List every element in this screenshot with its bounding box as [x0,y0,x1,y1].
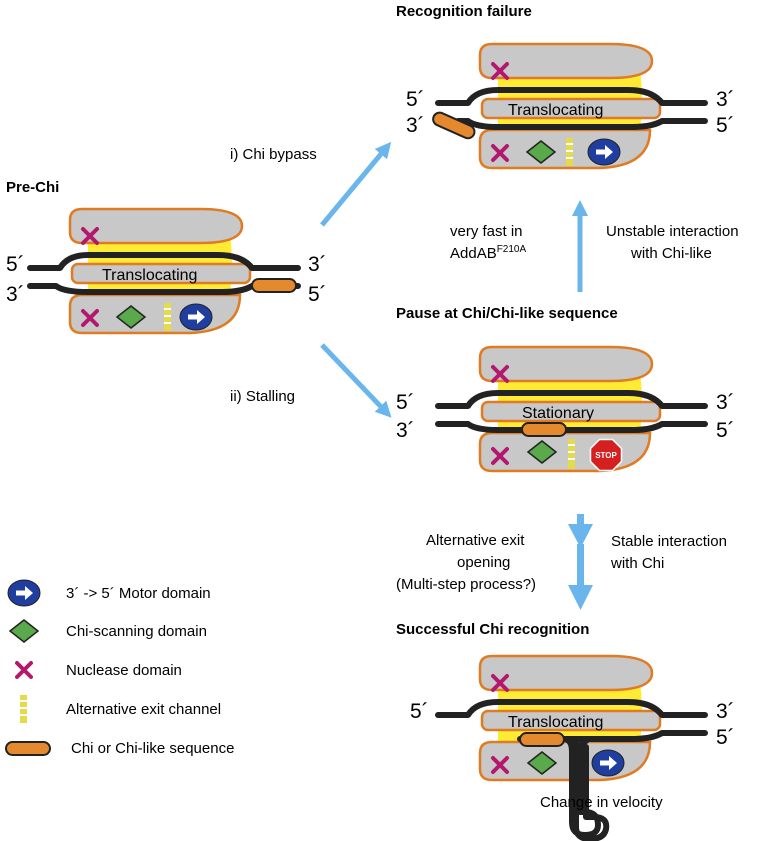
three-prime-label: 3´ [396,419,415,442]
five-prime-label: 5´ [410,700,429,723]
stalling-label: ii) Stalling [230,388,295,405]
five-prime-label: 5´ [6,253,25,276]
diamond-icon [8,619,40,643]
alt-exit-label: opening [457,554,510,571]
cross-icon [491,144,509,162]
cross-icon [491,365,509,383]
cross-icon [81,227,99,245]
cross-icon [491,447,509,465]
top-strand [435,87,708,106]
three-prime-label: 3´ [716,391,735,414]
chi-sequence-icon [519,732,565,747]
middle-bar [480,709,662,732]
complex-label: Stationary [522,405,594,422]
top-strand [27,252,301,271]
alt-exit-label: Alternative exit [426,532,525,549]
five-prime-label: 5´ [396,391,415,414]
three-prime-label: 3´ [308,253,327,276]
bottom-strand [455,118,708,130]
pause-complex: Stationary STOP 5´ 3´ 3´ 5´ [396,345,735,473]
stop-sign-icon: STOP [589,438,623,472]
cross-icon [81,309,99,327]
middle-bar [480,97,662,120]
five-prime-label: 5´ [716,114,735,137]
channel-icon [566,138,573,166]
recognition-failure-complex: Translocating 5´ 3´ 3´ 5´ [406,42,735,170]
chi-sequence-icon [251,278,297,293]
addab-name: AddAB [450,245,497,262]
chi-bypass-arrow [320,141,392,227]
complex-label: Translocating [508,102,603,119]
stop-sign-label: STOP [595,451,617,460]
three-prime-label: 3´ [6,283,25,306]
unstable-label: with Chi-like [630,245,712,262]
diamond-icon [526,751,558,775]
five-prime-label: 5´ [406,88,425,111]
top-lobe [478,654,654,692]
diamond-icon [115,305,147,329]
middle-bar [480,400,662,423]
very-fast-label: very fast in [450,223,523,240]
complex-label: Translocating [508,714,603,731]
stable-label: Stable interaction [611,533,727,550]
double-down-arrow [568,514,593,610]
cross-icon [491,674,509,692]
legend-label: Chi or Chi-like sequence [71,740,234,757]
pre-chi-complex: Translocating 5´ 3´ 3´ 5´ [6,207,327,335]
motor-icon [587,138,621,166]
cross-icon [15,661,33,679]
diamond-icon [526,440,558,464]
chi-bypass-label: i) Chi bypass [230,146,317,163]
chi-sequence-icon [521,422,567,437]
pause-title: Pause at Chi/Chi-like sequence [396,305,618,322]
addab-label: AddABF210A [450,244,526,262]
channel-icon [568,439,575,469]
motor-icon [591,749,625,777]
unstable-label: Unstable interaction [606,223,739,240]
recognition-failure-title: Recognition failure [396,3,532,20]
legend-label: 3´ -> 5´ Motor domain [66,585,211,602]
motor-icon [179,303,213,331]
addab-superscript: F210A [497,244,527,255]
top-strand [435,699,708,718]
top-strand [435,390,708,409]
complex-label: Translocating [102,267,197,284]
legend-label: Alternative exit channel [66,701,221,718]
bottom-strand [27,283,301,295]
velocity-label: Change in velocity [540,794,663,811]
top-lobe [478,42,654,80]
success-complex: Translocating 5´ 3´ 5´ Change in velocit… [410,654,735,841]
five-prime-label: 5´ [308,283,327,306]
top-lobe [478,345,654,383]
five-prime-label: 5´ [716,419,735,442]
chi-sequence-icon [432,111,476,140]
motor-icon [7,579,41,607]
middle-bar [70,262,252,285]
pre-chi-title: Pre-Chi [6,179,59,196]
top-lobe [68,207,244,245]
legend-label: Chi-scanning domain [66,623,207,640]
channel-icon [164,303,171,331]
three-prime-label: 3´ [716,700,735,723]
five-prime-label: 5´ [716,726,735,749]
bottom-strand [517,730,708,742]
three-prime-label: 3´ [716,88,735,111]
cross-icon [491,62,509,80]
three-prime-label: 3´ [406,114,425,137]
cross-icon [491,756,509,774]
pill-icon [5,741,51,756]
alt-exit-label: (Multi-step process?) [396,576,536,593]
stalling-arrow [320,343,392,418]
legend-label: Nuclease domain [66,662,182,679]
success-title: Successful Chi recognition [396,621,589,638]
loop-strand [573,736,610,841]
loop-strand [561,736,601,838]
diamond-icon [525,140,557,164]
legend: 3´ -> 5´ Motor domain Chi-scanning domai… [5,579,234,757]
channel-icon [20,695,27,723]
stable-label: with Chi [610,555,664,572]
